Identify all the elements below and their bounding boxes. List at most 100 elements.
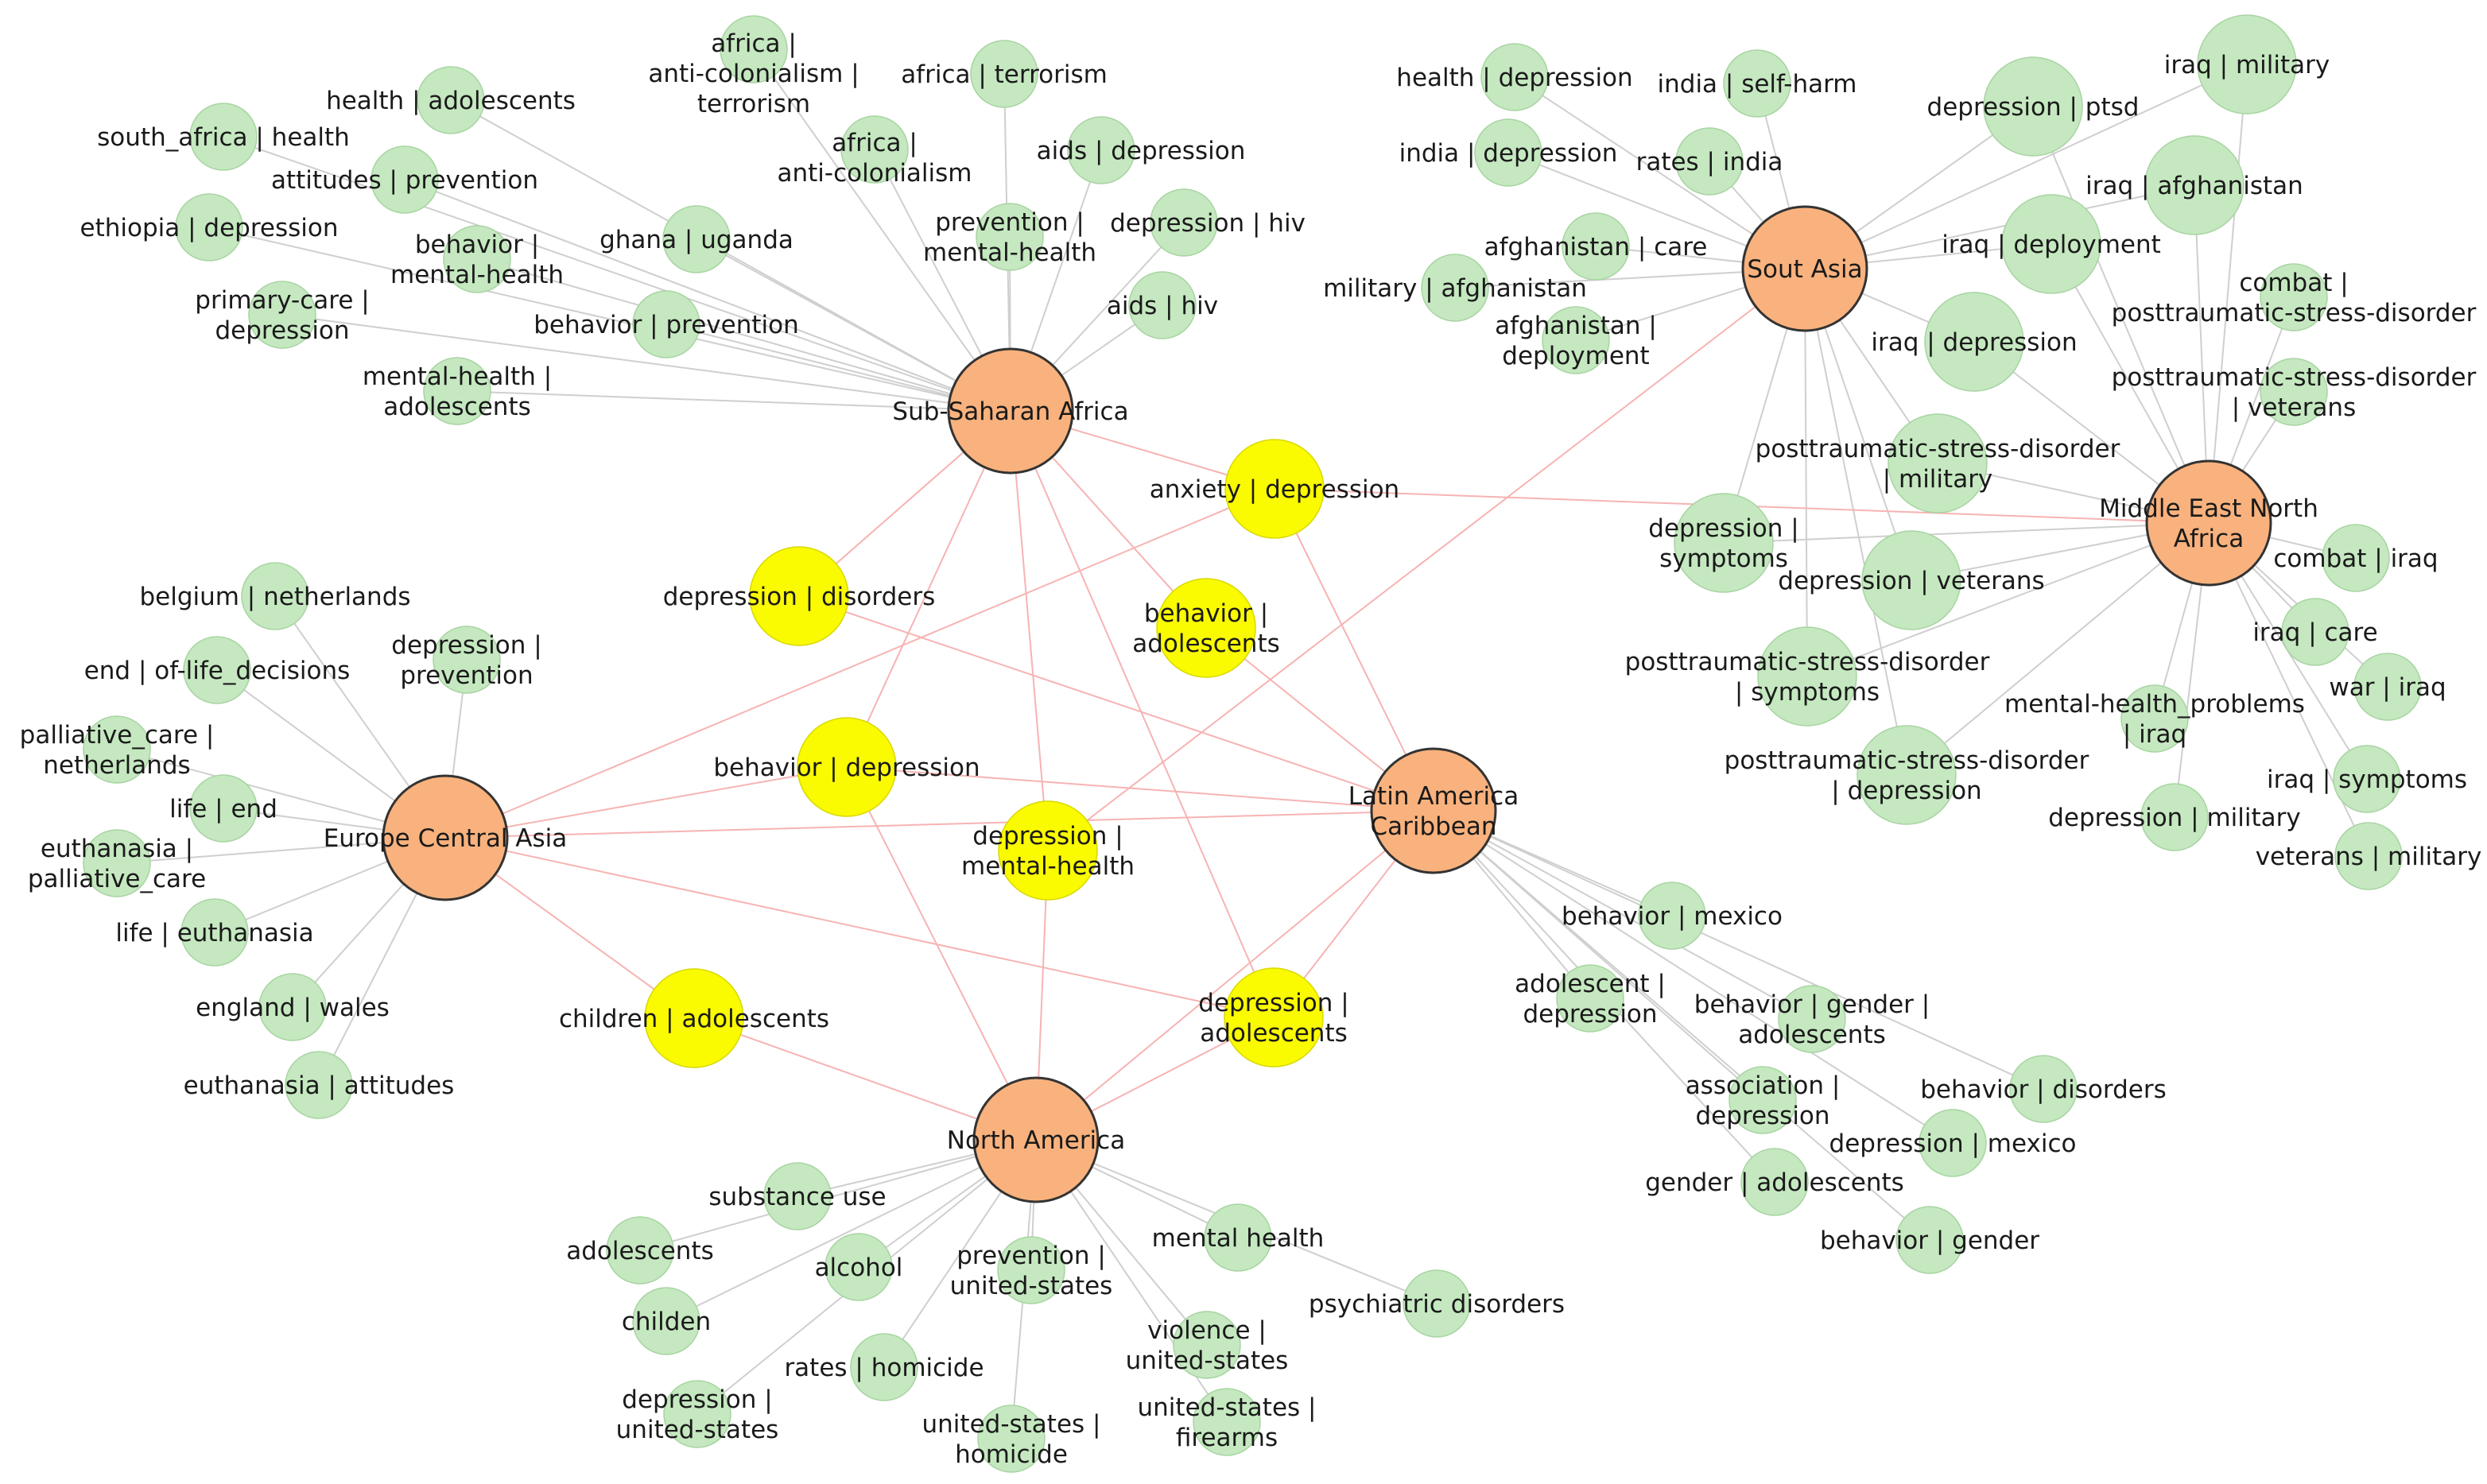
topic-node-sa_5[interactable] bbox=[1562, 212, 1630, 281]
edge-lac-lac_3 bbox=[1433, 810, 1813, 1020]
topic-node-mena_7[interactable] bbox=[2333, 745, 2401, 813]
topic-node-mena_4[interactable] bbox=[2281, 598, 2349, 666]
region-node-na[interactable] bbox=[972, 1076, 1100, 1203]
topic-node-na_11[interactable] bbox=[977, 1405, 1046, 1473]
topic-label-na_4: prevention |united-states bbox=[950, 1242, 1113, 1300]
topic-node-ssa_12[interactable] bbox=[1150, 188, 1218, 257]
topic-node-na_3[interactable] bbox=[824, 1233, 893, 1301]
topic-node-na_9[interactable] bbox=[850, 1333, 918, 1401]
topic-node-sa_2[interactable] bbox=[1723, 49, 1791, 118]
topic-node-eca_8[interactable] bbox=[258, 973, 327, 1041]
topic-node-lac_3[interactable] bbox=[1778, 985, 1846, 1053]
topic-node-ssa_2[interactable] bbox=[970, 40, 1038, 108]
edge-mena-sm_9 bbox=[1806, 522, 2210, 677]
topic-node-eca_6[interactable] bbox=[83, 829, 151, 897]
shared-topic-node-behavior_depression[interactable] bbox=[797, 717, 897, 817]
shared-topic-label-behavior_adolescents: behavior |adolescents bbox=[1132, 599, 1280, 658]
topic-label-mena_2: posttraumatic-stress-disorder| veterans bbox=[2112, 363, 2477, 422]
topic-node-ssa_4[interactable] bbox=[189, 103, 258, 171]
shared-topic-node-behavior_adolescents[interactable] bbox=[1156, 578, 1256, 678]
topic-node-ssa_7[interactable] bbox=[371, 145, 439, 214]
edge-na-na_2 bbox=[639, 1139, 1037, 1251]
topic-node-sa_4[interactable] bbox=[1675, 127, 1744, 196]
topic-node-mena_2[interactable] bbox=[2260, 358, 2328, 426]
topic-node-sm_1[interactable] bbox=[2197, 14, 2297, 114]
topic-node-na_8[interactable] bbox=[1173, 1311, 1241, 1379]
topic-label-ssa_5: africa |anti-colonialism bbox=[777, 129, 972, 188]
topic-node-lac_7[interactable] bbox=[1740, 1148, 1809, 1216]
topic-node-eca_1[interactable] bbox=[241, 562, 309, 630]
topic-node-sm_4[interactable] bbox=[2001, 194, 2101, 294]
topic-node-mena_1[interactable] bbox=[2260, 263, 2328, 331]
topic-node-na_1[interactable] bbox=[763, 1162, 832, 1230]
shared-topic-node-depression_adolescents[interactable] bbox=[1224, 967, 1324, 1067]
topic-node-na_2[interactable] bbox=[606, 1216, 674, 1284]
topic-node-sm_9[interactable] bbox=[1757, 626, 1857, 727]
topic-node-ssa_5[interactable] bbox=[840, 115, 909, 184]
topic-node-ssa_1[interactable] bbox=[720, 15, 788, 83]
topic-label-ssa_16: mental-health |adolescents bbox=[363, 362, 552, 421]
topic-node-ssa_13[interactable] bbox=[248, 281, 316, 349]
topic-node-na_7[interactable] bbox=[1403, 1269, 1471, 1338]
topic-node-mena_9[interactable] bbox=[2334, 822, 2403, 890]
topic-node-lac_6[interactable] bbox=[1919, 1109, 1987, 1177]
topic-node-na_12[interactable] bbox=[1193, 1388, 1261, 1456]
topic-node-na_4[interactable] bbox=[997, 1236, 1065, 1304]
edge-behavior_depression-ssa bbox=[846, 410, 1011, 768]
topic-node-sm_6[interactable] bbox=[1888, 413, 1988, 513]
topic-node-lac_1[interactable] bbox=[1638, 881, 1706, 950]
topic-node-sa_6[interactable] bbox=[1421, 254, 1489, 322]
topic-node-sm_7[interactable] bbox=[1674, 493, 1774, 593]
topic-node-mena_3[interactable] bbox=[2322, 524, 2390, 592]
topic-node-sm_8[interactable] bbox=[1861, 530, 1961, 630]
topic-node-sm_10[interactable] bbox=[1857, 725, 1957, 825]
topic-label-lac_4: association |depression bbox=[1686, 1071, 1841, 1130]
topic-node-eca_5[interactable] bbox=[189, 774, 258, 843]
topic-node-eca_2[interactable] bbox=[433, 626, 501, 694]
topic-node-ssa_16[interactable] bbox=[423, 357, 491, 425]
topic-node-lac_8[interactable] bbox=[1895, 1206, 1964, 1274]
topic-node-eca_4[interactable] bbox=[83, 715, 151, 784]
topic-node-ssa_6[interactable] bbox=[1067, 116, 1135, 184]
shared-topic-node-depression_mental_health[interactable] bbox=[998, 800, 1098, 901]
topic-node-sm_3[interactable] bbox=[2144, 135, 2245, 235]
region-node-sa[interactable] bbox=[1741, 205, 1868, 332]
topic-node-na_6[interactable] bbox=[632, 1287, 700, 1355]
topic-label-lac_6: depression | mexico bbox=[1829, 1129, 2077, 1158]
region-node-lac[interactable] bbox=[1370, 747, 1497, 874]
topic-node-lac_4[interactable] bbox=[1728, 1066, 1797, 1134]
topic-node-mena_8[interactable] bbox=[2140, 783, 2209, 851]
topic-node-eca_7[interactable] bbox=[180, 898, 249, 967]
topic-node-sa_7[interactable] bbox=[1542, 306, 1610, 374]
topic-node-na_5[interactable] bbox=[1204, 1203, 1272, 1272]
region-node-mena[interactable] bbox=[2145, 459, 2272, 587]
edge-mena-sm_2 bbox=[2032, 106, 2210, 524]
topic-node-ssa_11[interactable] bbox=[976, 203, 1044, 271]
topic-node-lac_2[interactable] bbox=[1556, 964, 1624, 1033]
region-node-ssa[interactable] bbox=[947, 347, 1074, 475]
topic-node-ssa_3[interactable] bbox=[417, 66, 485, 134]
topic-label-lac_1: behavior | mexico bbox=[1562, 902, 1783, 931]
shared-topic-node-anxiety_depression[interactable] bbox=[1224, 439, 1325, 539]
topic-node-sa_3[interactable] bbox=[1474, 118, 1542, 187]
topic-node-ssa_14[interactable] bbox=[632, 290, 700, 358]
topic-node-ssa_10[interactable] bbox=[662, 205, 731, 273]
topic-node-sm_2[interactable] bbox=[1983, 56, 2083, 157]
topic-label-sa_2: india | self-harm bbox=[1658, 70, 1857, 99]
topic-node-lac_5[interactable] bbox=[2009, 1055, 2078, 1123]
topic-node-ssa_9[interactable] bbox=[443, 225, 511, 293]
topic-label-na_6: childen bbox=[622, 1308, 711, 1336]
topic-node-eca_9[interactable] bbox=[285, 1051, 353, 1119]
topic-node-mena_6[interactable] bbox=[2120, 684, 2189, 753]
topic-label-ssa_14: behavior | prevention bbox=[533, 311, 798, 339]
shared-topic-node-children_adolescents[interactable] bbox=[644, 968, 744, 1068]
topic-node-sa_1[interactable] bbox=[1480, 43, 1549, 111]
region-node-eca[interactable] bbox=[382, 774, 509, 901]
topic-node-sm_5[interactable] bbox=[1924, 292, 2024, 392]
shared-topic-node-depression_disorders[interactable] bbox=[749, 546, 849, 646]
topic-node-ssa_15[interactable] bbox=[1128, 271, 1197, 339]
topic-node-mena_5[interactable] bbox=[2353, 653, 2422, 721]
topic-node-eca_3[interactable] bbox=[183, 636, 251, 704]
topic-node-na_10[interactable] bbox=[663, 1380, 731, 1448]
topic-node-ssa_8[interactable] bbox=[175, 193, 243, 262]
